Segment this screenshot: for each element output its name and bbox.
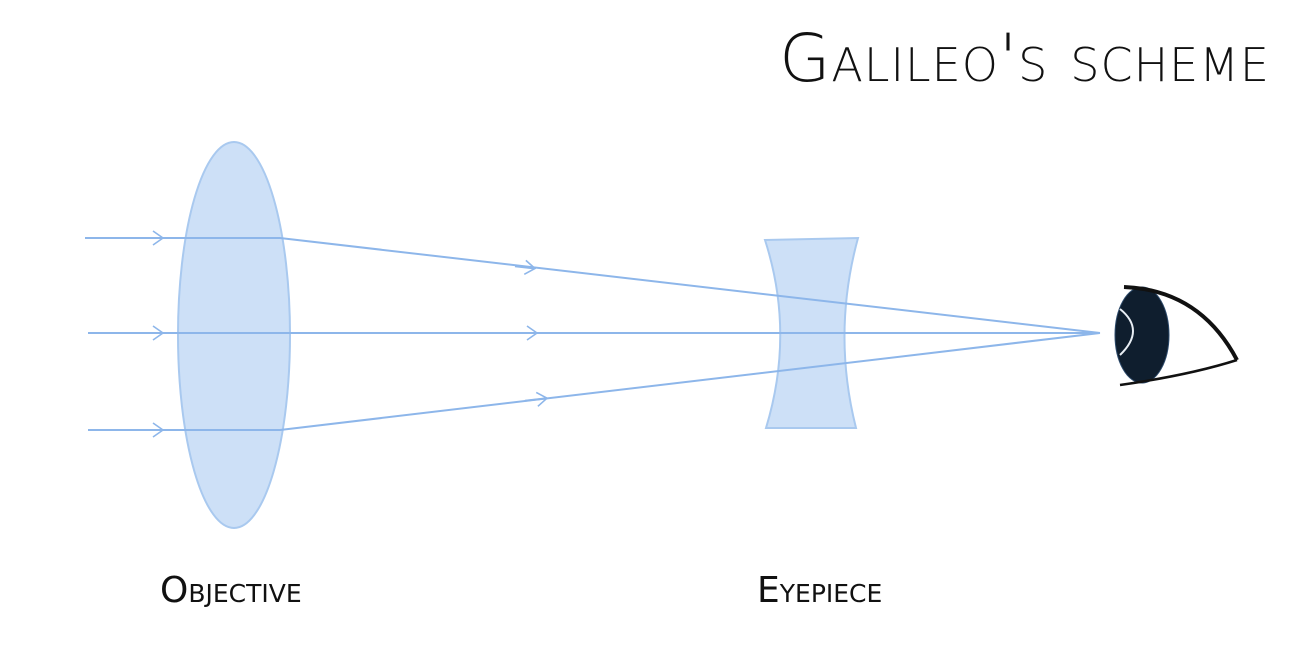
objective-label: Objective: [160, 570, 302, 611]
arrow-icon: [524, 398, 547, 401]
arrow-icon: [514, 266, 535, 268]
eye-icon: [1114, 285, 1239, 387]
objective-lens: [177, 141, 291, 529]
eyepiece-label: Eyepiece: [757, 570, 883, 611]
diagram-title: Galileo's scheme: [779, 20, 1270, 97]
